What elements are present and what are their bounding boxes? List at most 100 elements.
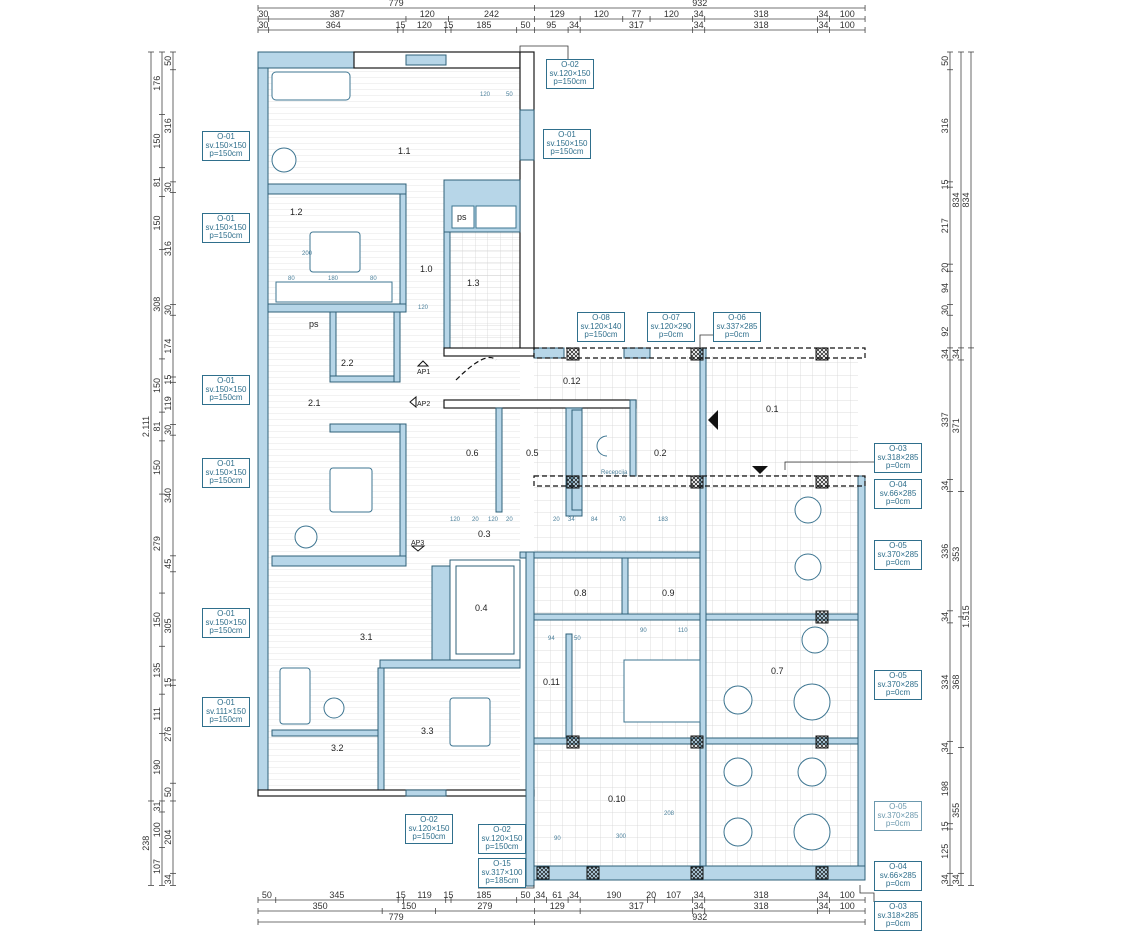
dimension-label: 34: [940, 349, 950, 359]
dimension-label: 30: [163, 305, 173, 315]
cafe-table: [723, 757, 753, 787]
inner-dim: 84: [591, 517, 598, 523]
furniture: [271, 71, 831, 851]
bed: [449, 697, 491, 747]
column: [815, 347, 829, 361]
dimension-label: 129: [550, 9, 565, 19]
dimension-label: 111: [152, 707, 162, 721]
wall-0-6-0-5: [495, 407, 503, 513]
dimension-label: 34: [694, 901, 704, 911]
inner-dim: 80: [288, 276, 295, 282]
dimension-label: 120: [594, 9, 609, 19]
wall-0-8-north: [519, 551, 701, 559]
dimension-label: 34: [163, 874, 173, 884]
dimension-label: 350: [313, 901, 328, 911]
dimension-label: 30: [258, 9, 268, 19]
window-o-01-east: [519, 109, 535, 161]
dimension-label: 276: [163, 727, 173, 742]
dimension-label: 34: [694, 20, 704, 30]
dimension-label: 317: [629, 20, 644, 30]
dimension-label: 107: [152, 859, 162, 874]
inner-dim: 180: [328, 276, 339, 282]
room-label: 3.1: [360, 632, 373, 642]
reception-label: Recepcija: [601, 470, 628, 476]
dimension-label: 204: [163, 830, 173, 845]
dimension-label: 316: [163, 118, 173, 133]
dimension-label: 100: [840, 890, 855, 900]
dimension-label: 185: [476, 890, 491, 900]
dimension-label: 150: [152, 612, 162, 627]
dimension-label: 318: [754, 20, 769, 30]
room-label: 2.1: [308, 398, 321, 408]
room-label: 0.8: [574, 588, 587, 598]
bath-2-2-east: [393, 311, 401, 383]
room-label: 1.2: [290, 207, 303, 217]
room-label: 1.1: [398, 146, 411, 156]
window-leaders: [478, 45, 875, 902]
inner-dim: 120: [488, 517, 499, 523]
storage: [475, 205, 517, 229]
dimension-label: 81: [152, 421, 162, 431]
cafe-table: [797, 757, 827, 787]
dimension-label: 34: [535, 890, 545, 900]
dimension-label: 20: [646, 890, 656, 900]
column: [690, 735, 704, 749]
dimension-label: 100: [152, 822, 162, 837]
column: [566, 735, 580, 749]
room-label: 0.5: [526, 448, 539, 458]
inner-dim: 50: [574, 636, 581, 642]
dimension-label: 308: [152, 297, 162, 312]
window-o-02-top: [405, 54, 447, 66]
dimension-label: 15: [395, 20, 405, 30]
dimension-label: 120: [420, 9, 435, 19]
terrace-divider: [699, 347, 707, 881]
dimension-label: 50: [521, 890, 531, 900]
dimension-label: 150: [152, 460, 162, 475]
dimension-label: 174: [163, 339, 173, 354]
dimension-label: 355: [951, 803, 961, 818]
dimension-label: 34: [694, 890, 704, 900]
dimension-label: 932: [692, 0, 707, 8]
dimension-label: 371: [951, 418, 961, 433]
round-table: [271, 147, 297, 173]
dimension-label: 15: [163, 678, 173, 688]
inner-dim: 208: [664, 811, 675, 817]
apartment-entrance-icon: [409, 395, 417, 409]
dimension-label: 305: [163, 618, 173, 633]
dimension-label: 50: [940, 56, 950, 66]
shaft: [451, 205, 475, 229]
entrance-arrow-icon: [752, 466, 768, 474]
dimension-label: 316: [163, 241, 173, 256]
inner-dim: 183: [658, 517, 669, 523]
dimension-label: 34: [569, 20, 579, 30]
dimension-label: 34: [569, 890, 579, 900]
dimension-label: 81: [152, 177, 162, 187]
dimension-label: 34: [951, 874, 961, 884]
dimension-label: 50: [262, 890, 272, 900]
entrance-label: AP1: [417, 369, 430, 376]
dimension-label: 34: [951, 349, 961, 359]
dimension-label: 125: [940, 844, 950, 859]
inner-dim: 20: [553, 517, 560, 523]
dimension-label: 340: [163, 488, 173, 503]
wall-0-11-west: [525, 551, 535, 887]
dimension-label: 316: [940, 118, 950, 133]
dimension-label: 317: [629, 901, 644, 911]
dimension-label: 364: [326, 20, 341, 30]
window-o-07: [623, 347, 651, 359]
bath-2-2-south: [329, 375, 401, 383]
inner-dim: 20: [472, 517, 479, 523]
dimension-label: 15: [443, 890, 453, 900]
inner-dim: 120: [480, 92, 491, 98]
dimension-label: 2.111: [141, 416, 151, 437]
dimension-label: 34: [819, 20, 829, 30]
stair-curve: [455, 356, 497, 381]
